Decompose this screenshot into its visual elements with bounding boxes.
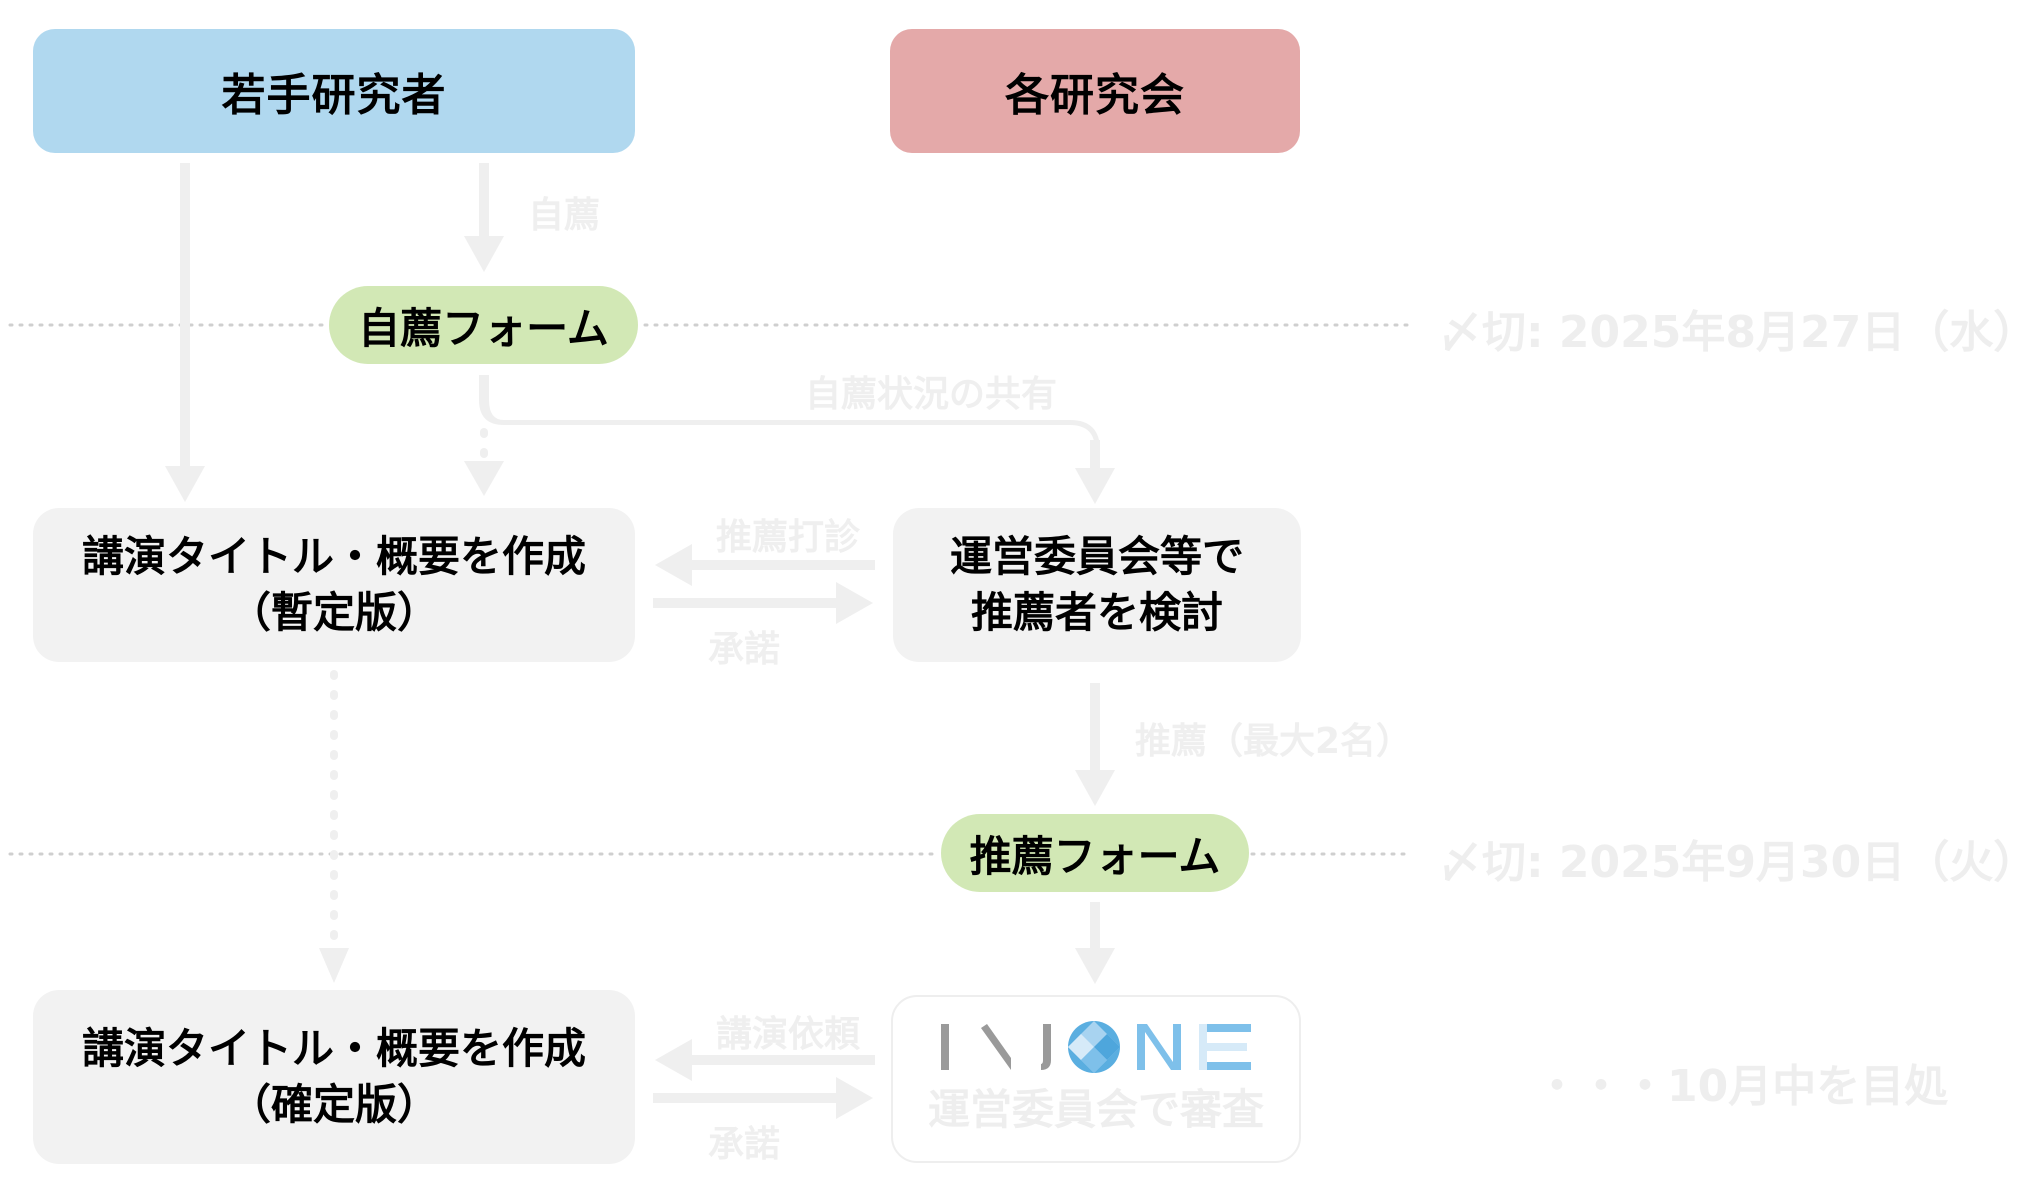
actor-each-society-label: 各研究会 [1005,70,1185,121]
arrow-form-to-review [1090,902,1100,950]
step-draft-line2: （暫定版） [228,588,439,637]
label-accept-1: 承諾 [708,629,781,670]
step-committee-line1: 運営委員会等で [949,532,1244,581]
dot [480,428,488,438]
label-recommend-max: 推薦（最大2名） [1135,721,1413,762]
arrow-accept-1 [653,598,838,608]
arrow-accept-2 [653,1093,838,1103]
step-final-line1: 講演タイトル・概要を作成 [81,1024,586,1073]
injone-logo [941,1020,1251,1076]
arrowhead [165,466,205,502]
deadline-recommend-form: 〆切: 2025年9月30日（火） [1438,837,2037,888]
actor-young-researcher: 若手研究者 [33,29,635,153]
step-final-line2: （確定版） [228,1080,439,1129]
arrowhead [836,1077,873,1119]
arrowhead [319,948,349,983]
recommend-form[interactable]: 推薦フォーム [941,814,1249,892]
arrowhead [1075,770,1115,806]
actor-each-society: 各研究会 [890,29,1300,153]
arrow-lecture-request [690,1055,875,1065]
label-accept-2: 承諾 [708,1124,781,1165]
actor-young-researcher-label: 若手研究者 [221,70,447,121]
arrow-share-status-drop [1090,440,1100,470]
arrowhead [464,236,504,272]
arrowhead [1075,468,1115,504]
arrow-researcher-to-draft [180,163,190,468]
label-lecture-request: 講演依頼 [716,1014,861,1055]
step-draft-abstract: 講演タイトル・概要を作成 （暫定版） [33,508,635,662]
label-self-recommend: 自薦 [528,195,601,236]
label-share-status: 自薦状況の共有 [805,374,1058,415]
label-sound-out: 推薦打診 [716,517,861,558]
step-draft-line1: 講演タイトル・概要を作成 [81,532,586,581]
arrow-self-recommend [479,163,489,238]
arrow-sound-out [690,560,875,570]
arrowhead [655,544,692,586]
arrowhead [464,461,504,496]
arrow-share-status [479,375,1100,470]
deadline-review: ・・・10月中を目処 [1535,1061,1949,1112]
dot [480,448,488,458]
arrowhead [655,1039,692,1081]
recommend-form-label: 推薦フォーム [969,831,1221,881]
step-injone-review-label: 運営委員会で審査 [927,1085,1264,1134]
arrowhead [836,582,873,624]
step-final-abstract: 講演タイトル・概要を作成 （確定版） [33,990,635,1164]
step-injone-review: 運営委員会で審査 [891,995,1301,1163]
self-recommend-form[interactable]: 自薦フォーム [329,286,638,364]
deadline-self-form: 〆切: 2025年8月27日（水） [1438,307,2037,358]
step-committee-line2: 推薦者を検討 [970,588,1223,637]
dotted-arrow-draft-to-final [330,670,338,940]
step-committee-review: 運営委員会等で 推薦者を検討 [893,508,1301,662]
arrow-recommend [1090,683,1100,773]
arrowhead [1075,948,1115,984]
self-recommend-form-label: 自薦フォーム [358,303,609,353]
injone-logo-icon [941,1021,1251,1073]
